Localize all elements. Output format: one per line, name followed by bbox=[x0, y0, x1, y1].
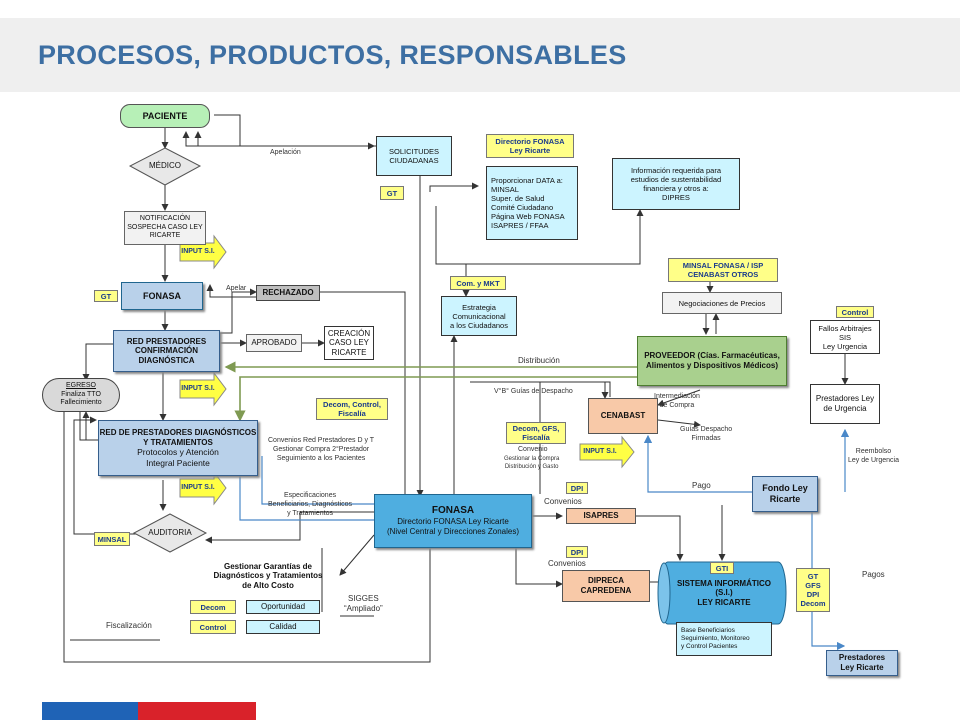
red-diagnosticos-title: RED DE PRESTADORES DIAGNÓSTICOS Y TRATAM… bbox=[99, 428, 257, 447]
tag-gti: GTI bbox=[710, 562, 734, 574]
tag-decom-gfs: Decom, GFS, Fiscalía bbox=[506, 422, 566, 444]
tag-input-3: INPUT S.I. bbox=[181, 483, 215, 491]
label-apelar: Apelar bbox=[226, 285, 247, 292]
tag-gt-gfs-dpi-decom: GT GFS DPI Decom bbox=[796, 568, 830, 612]
tag-input-1: INPUT S.I. bbox=[181, 247, 215, 255]
node-gestionar-garantias: Gestionar Garantías de Diagnósticos y Tr… bbox=[213, 561, 323, 590]
tag-control-bottom: Control bbox=[190, 620, 236, 634]
label-reembolso: Reembolso Ley de Urgencia bbox=[848, 448, 899, 464]
egreso-body: Finaliza TTO Fallecimiento bbox=[60, 390, 102, 407]
tag-minsal: MINSAL bbox=[94, 532, 130, 546]
tag-gt-fonasa: GT bbox=[94, 290, 118, 302]
red-diagnosticos-body: Protocolos y Atención Integral Paciente bbox=[137, 447, 219, 468]
label-especificaciones: Especificaciones Beneficiarios, Diagnóst… bbox=[268, 492, 353, 517]
node-fondo-ley-ricarte: Fondo Ley Ricarte bbox=[752, 476, 818, 512]
node-cenabast: CENABAST bbox=[588, 398, 658, 434]
tag-directorio: Directorio FONASA Ley Ricarte bbox=[486, 134, 574, 158]
label-apelacion: Apelación bbox=[270, 149, 301, 156]
node-estrategia: Estrategia Comunicacional a los Ciudadan… bbox=[441, 296, 517, 336]
title-bar: PROCESOS, PRODUCTOS, RESPONSABLES bbox=[0, 18, 960, 92]
node-fonasa-left: FONASA bbox=[121, 282, 203, 310]
tag-dpi-1: DPI bbox=[566, 482, 588, 494]
label-vb-guias: V°B° Guías de Despacho bbox=[494, 388, 573, 395]
label-intermediacion: Intermediación de Compra bbox=[654, 393, 700, 409]
tag-input-2: INPUT S.I. bbox=[181, 384, 215, 392]
node-rechazado: RECHAZADO bbox=[256, 285, 320, 301]
fonasa-center-title: FONASA bbox=[431, 505, 475, 517]
tag-control: Control bbox=[836, 306, 874, 318]
tag-decom-control-fiscalia: Decom, Control, Fiscalía bbox=[316, 398, 388, 420]
node-red-diagnosticos: RED DE PRESTADORES DIAGNÓSTICOS Y TRATAM… bbox=[98, 420, 258, 476]
node-calidad: Calidad bbox=[246, 620, 320, 634]
node-fallos: Fallos Arbitrajes SIS Ley Urgencia bbox=[810, 320, 880, 354]
tag-gt-solicitudes: GT bbox=[380, 186, 404, 200]
node-auditoria: AUDITORIA bbox=[148, 528, 192, 538]
label-convenios-2: Convenios bbox=[548, 559, 586, 568]
label-distribucion: Distribución bbox=[518, 356, 560, 365]
page-title: PROCESOS, PRODUCTOS, RESPONSABLES bbox=[38, 40, 627, 70]
node-prestadores-ricarte: Prestadores Ley Ricarte bbox=[826, 650, 898, 676]
node-notificacion: NOTIFICACIÓN SOSPECHA CASO LEY RICARTE bbox=[124, 211, 206, 245]
node-info-requerida: Información requerida para estudios de s… bbox=[612, 158, 740, 210]
node-negociaciones: Negociaciones de Precios bbox=[662, 292, 782, 314]
label-convenio-title: Convenio bbox=[518, 446, 548, 453]
footer-bar-red bbox=[138, 702, 256, 720]
tag-minsal-fonasa: MINSAL FONASA / ISP CENABAST OTROS bbox=[668, 258, 778, 282]
node-proporcionar: Proporcionar DATA a: MINSAL Super. de Sa… bbox=[486, 166, 578, 240]
tag-com-mkt: Com. y MKT bbox=[450, 276, 506, 290]
label-sigges: SIGGES “Ampliado” bbox=[344, 594, 383, 613]
node-red-prestadores: RED PRESTADORES CONFIRMACIÓN DIAGNÓSTICA bbox=[113, 330, 220, 372]
node-aprobado: APROBADO bbox=[246, 334, 302, 352]
node-paciente: PACIENTE bbox=[120, 104, 210, 128]
label-fiscalizacion: Fiscalización bbox=[106, 621, 152, 630]
node-prestadores-urgencia: Prestadores Ley de Urgencia bbox=[810, 384, 880, 424]
node-solicitudes: SOLICITUDES CIUDADANAS bbox=[376, 136, 452, 176]
tag-dpi-2: DPI bbox=[566, 546, 588, 558]
node-proveedor: PROVEEDOR (Cías. Farmacéuticas, Alimento… bbox=[637, 336, 787, 386]
node-creacion: CREACIÓN CASO LEY RICARTE bbox=[324, 326, 374, 360]
node-medico: MÉDICO bbox=[149, 161, 181, 171]
label-convenios-1: Convenios bbox=[544, 497, 582, 506]
node-egreso: EGRESO Finaliza TTO Fallecimiento bbox=[42, 378, 120, 412]
label-convenios-red: Convenios Red Prestadores D y T Gestiona… bbox=[268, 437, 375, 462]
label-pago: Pago bbox=[692, 481, 711, 490]
node-oportunidad: Oportunidad bbox=[246, 600, 320, 614]
node-isapres: ISAPRES bbox=[566, 508, 636, 524]
fonasa-center-body: Directorio FONASA Ley Ricarte (Nivel Cen… bbox=[386, 517, 520, 536]
node-base-beneficiarios: Base Beneficiarios Seguimiento, Monitore… bbox=[676, 622, 772, 656]
tag-decom-bottom: Decom bbox=[190, 600, 236, 614]
node-sistema-informatico: SISTEMA INFORMÁTICO (S.I.) LEY RICARTE bbox=[677, 578, 771, 607]
label-convenio-body: Gestionar la Compra Distribución y Gasto bbox=[504, 456, 560, 470]
tag-input-4: INPUT S.I. bbox=[583, 447, 617, 455]
node-dipreca: DIPRECA CAPREDENA bbox=[562, 570, 650, 602]
label-guias-despacho: Guías Despacho Firmadas bbox=[680, 426, 733, 442]
egreso-title: EGRESO bbox=[66, 382, 96, 390]
node-fonasa-center: FONASA Directorio FONASA Ley Ricarte (Ni… bbox=[374, 494, 532, 548]
footer-bar-blue bbox=[42, 702, 138, 720]
label-pagos: Pagos bbox=[862, 570, 885, 579]
